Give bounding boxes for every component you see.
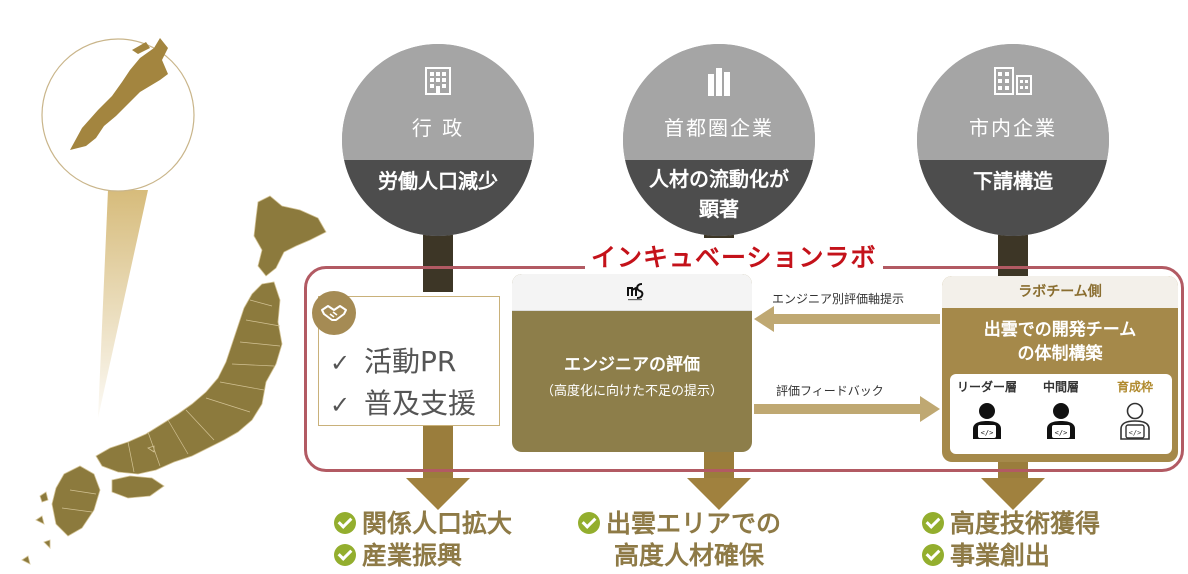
check-circle-icon [334, 512, 356, 534]
arrow-to-team [754, 404, 922, 414]
stakeholder-title: 首都圏企業 [664, 116, 774, 140]
activity-item: ✓ 活動PR [330, 340, 456, 380]
check-circle-icon [922, 544, 944, 566]
outcome-gov-2: 産業振興 [334, 540, 462, 572]
building-icon [342, 66, 534, 100]
incubation-lab-title: インキュベーションラボ [585, 238, 883, 274]
arrow-to-evaluation [772, 314, 940, 324]
outcome-local-2: 事業創出 [922, 540, 1050, 572]
handshake-icon [312, 291, 356, 335]
local-stem [998, 230, 1028, 278]
engineer-icon: </> [1047, 403, 1075, 439]
svg-text:</>: </> [1129, 429, 1142, 437]
check-circle-icon [334, 544, 356, 566]
stakeholder-issue: 労働人口減少 [378, 169, 498, 193]
evaluation-title: エンジニアの評価 [564, 355, 700, 375]
evaluation-subtitle: （高度化に向けた不足の提示） [540, 384, 723, 399]
trainee-engineer-icon: </> [1120, 402, 1150, 440]
stakeholder-issue: 人材の流動化が 顕著 [649, 167, 789, 221]
arrow-to-team-label: 評価フィードバック [776, 384, 884, 398]
outcome-label: 高度人材確保 [614, 541, 765, 570]
outcome-label: 出雲エリアでの [606, 509, 782, 538]
team-roles: リーダー層 </> 中間層 </> 育成枠 </> [950, 374, 1172, 454]
stakeholder-issue: 下請構造 [973, 169, 1053, 193]
office-tower-icon [623, 66, 815, 100]
arrow-to-evaluation-head [754, 306, 774, 332]
outcome-label: 関係人口拡大 [362, 509, 513, 538]
metro-down-arrow [687, 478, 751, 510]
activity-label: 活動PR [364, 345, 457, 378]
buildings-icon [917, 66, 1109, 100]
prefecture-borders [61, 299, 281, 513]
role-label: リーダー層 [956, 380, 1017, 394]
gov-stem [423, 230, 453, 292]
engineer-icon: </> [973, 403, 1001, 439]
company-logo-icon [626, 280, 644, 302]
role-label: 中間層 [1042, 380, 1079, 394]
japan-map [21, 38, 327, 565]
team-title: 出雲での開発チーム の体制構築 [983, 320, 1137, 364]
outcome-label: 事業創出 [950, 541, 1051, 570]
stakeholder-title: 市内企業 [969, 116, 1057, 140]
outcome-metro-2: 高度人材確保 [614, 540, 764, 572]
check-icon: ✓ [330, 349, 351, 377]
role-label: 育成枠 [1116, 380, 1153, 394]
check-icon: ✓ [330, 391, 351, 419]
metro-gold-stem [704, 452, 734, 480]
lab-team-box: ラボチーム側 出雲での開発チーム の体制構築 リーダー層 </> 中間層 </>… [942, 276, 1178, 462]
arrow-to-evaluation-label: エンジニア別評価軸提示 [772, 292, 905, 306]
team-header: ラボチーム側 [942, 276, 1178, 308]
logo-strip [512, 274, 752, 311]
stakeholder-local: 市内企業 下請構造 [917, 44, 1109, 236]
arrow-to-team-head [920, 396, 940, 422]
zoom-beam [98, 190, 148, 418]
shimane-prefecture [70, 38, 168, 150]
check-circle-icon [922, 512, 944, 534]
svg-text:</>: </> [1055, 429, 1068, 437]
local-down-arrow [981, 478, 1045, 510]
role-trainee: 育成枠 </> [1098, 378, 1172, 441]
engineer-evaluation-box: エンジニアの評価 （高度化に向けた不足の提示） [512, 274, 752, 452]
role-middle: 中間層 </> [1024, 378, 1098, 441]
outcome-metro-1: 出雲エリアでの [578, 508, 781, 540]
japan-islands [21, 195, 327, 565]
zoom-circle [41, 38, 195, 192]
stakeholder-title: 行 政 [411, 116, 465, 140]
stakeholder-metro: 首都圏企業 人材の流動化が 顕著 [623, 44, 815, 236]
outcome-label: 産業振興 [362, 541, 463, 570]
activity-label: 普及支援 [364, 387, 477, 420]
outcome-label: 高度技術獲得 [950, 509, 1101, 538]
svg-text:</>: </> [981, 429, 994, 437]
role-leader: リーダー層 </> [950, 378, 1024, 441]
stakeholder-gov: 行 政 労働人口減少 [342, 44, 534, 236]
outcome-local-1: 高度技術獲得 [922, 508, 1100, 540]
outcome-gov-1: 関係人口拡大 [334, 508, 512, 540]
gov-down-arrow [406, 478, 470, 510]
check-circle-icon [578, 512, 600, 534]
activity-item: ✓ 普及支援 [330, 382, 476, 422]
